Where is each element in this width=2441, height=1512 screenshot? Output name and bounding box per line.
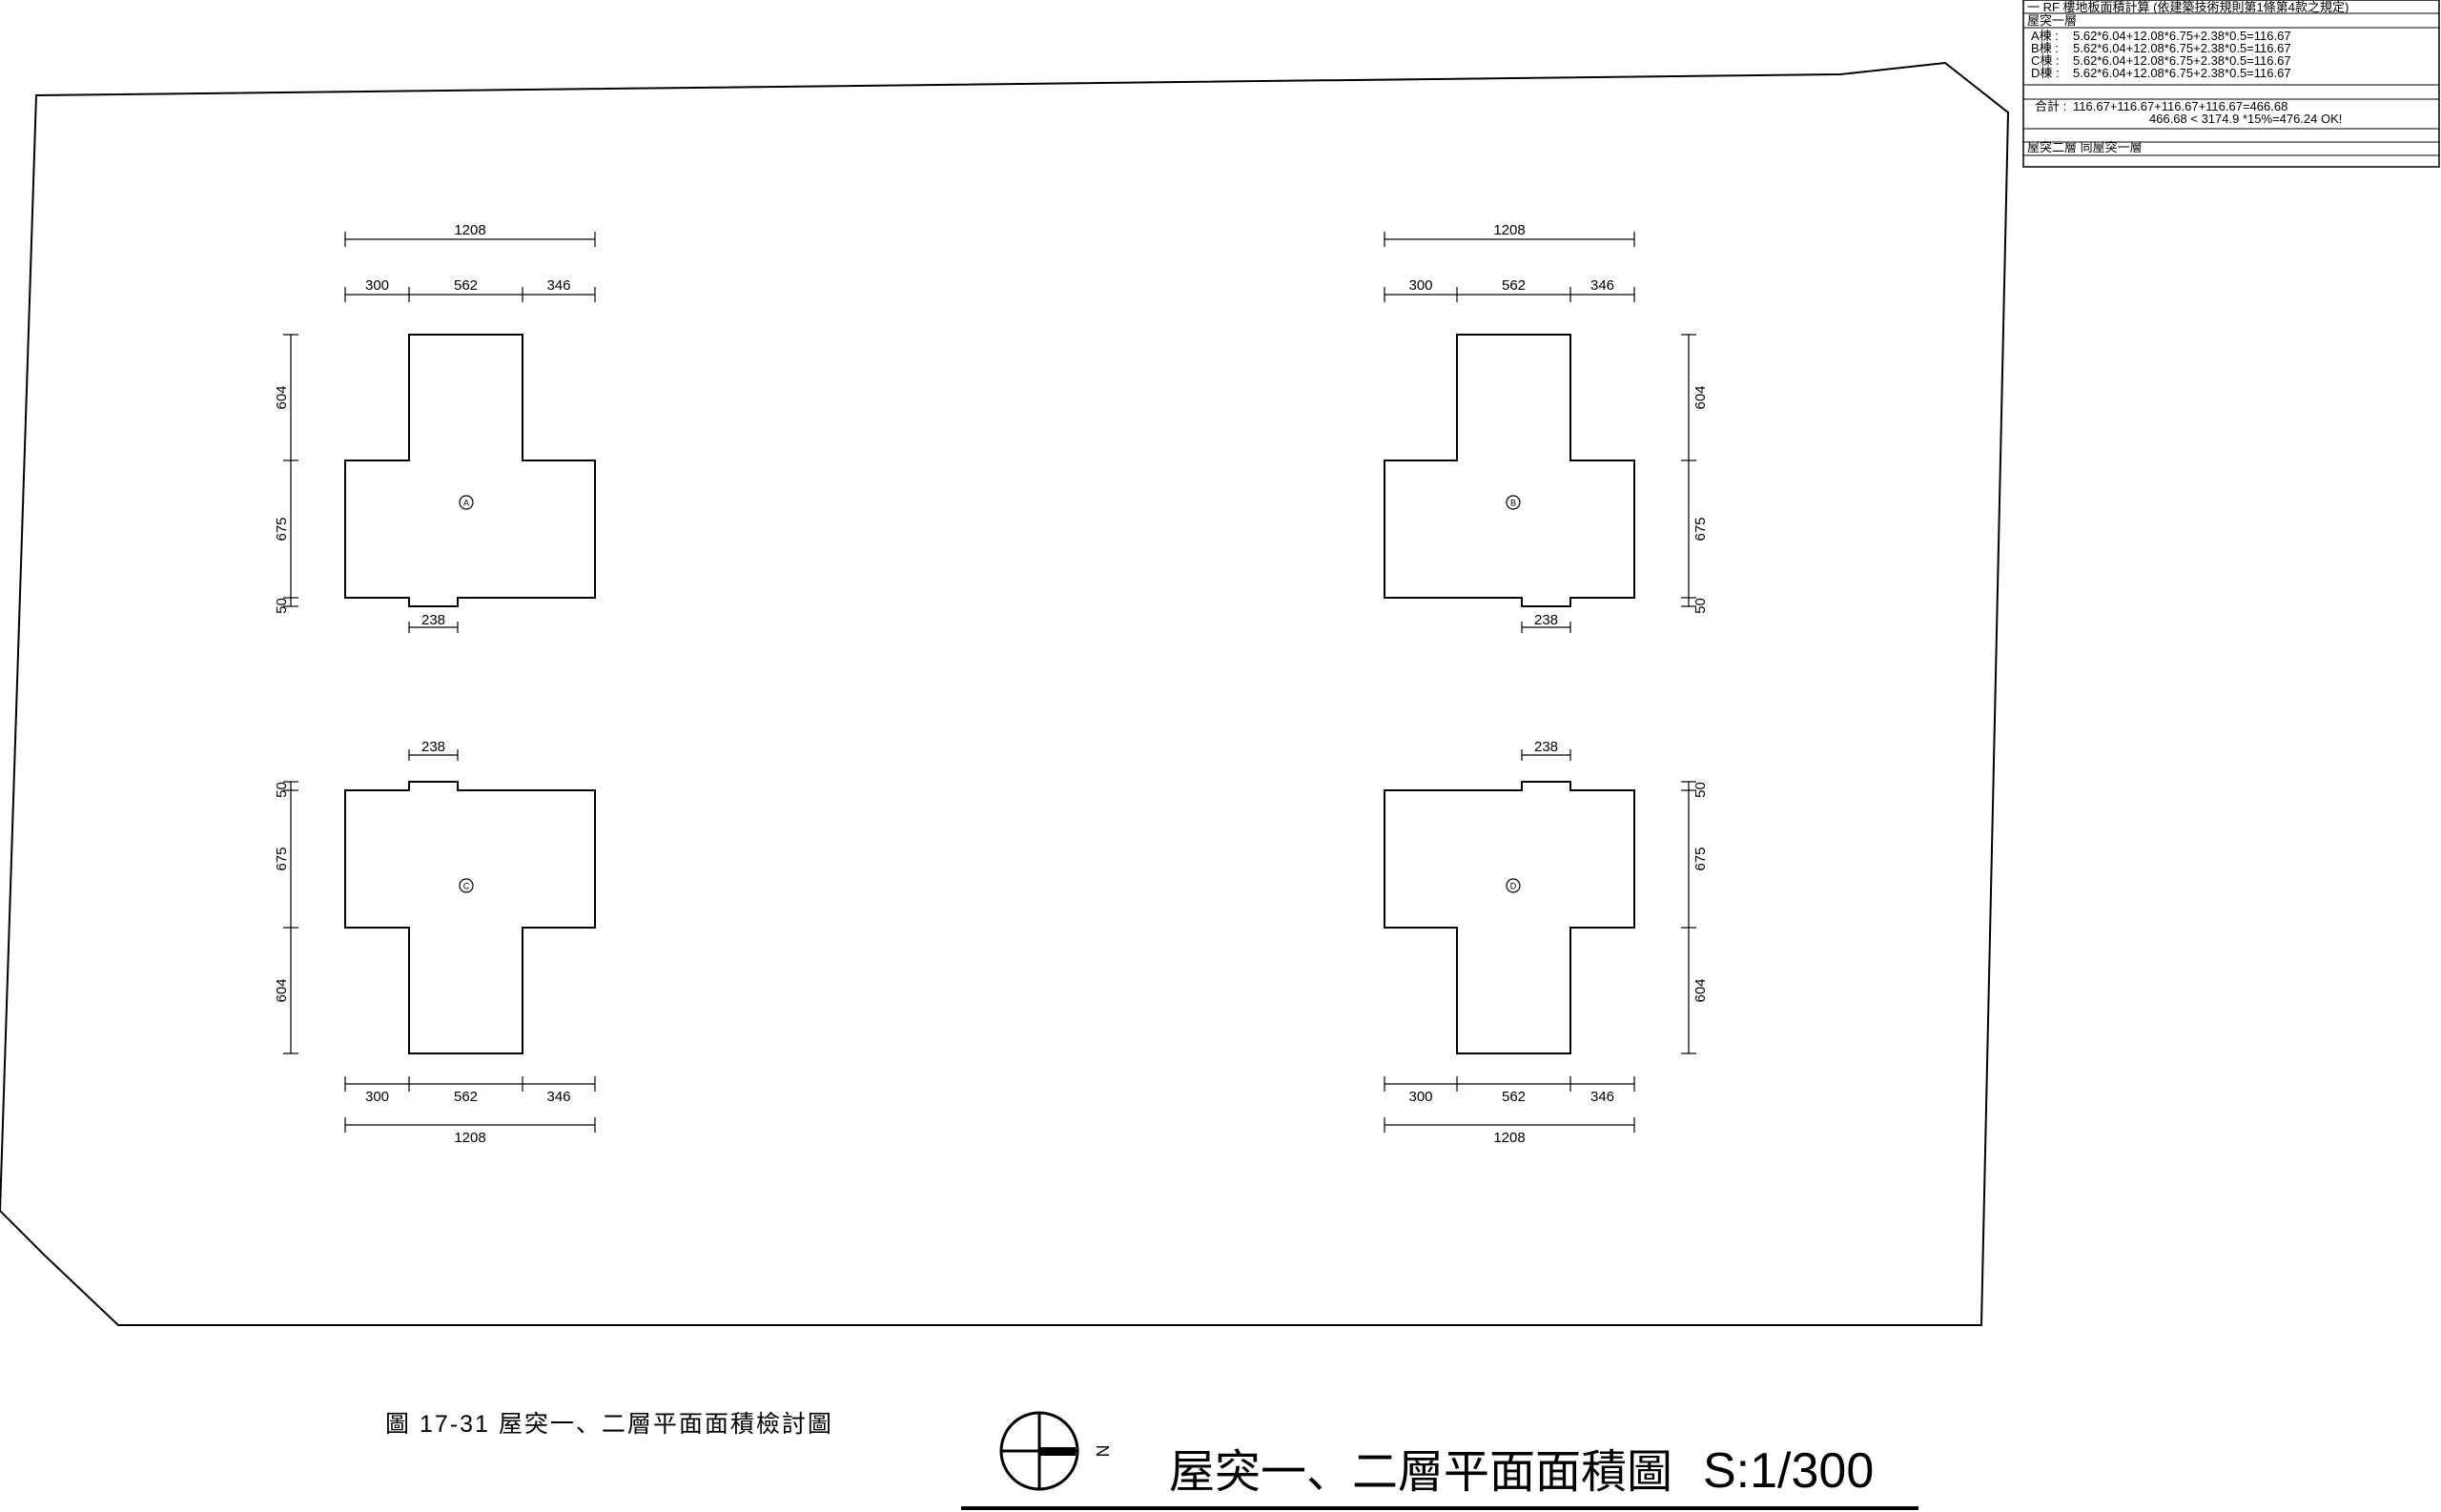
calc-row-formula: 5.62*6.04+12.08*6.75+2.38*0.5=116.67: [2073, 66, 2291, 80]
building-outline: [344, 334, 596, 607]
building-outline: [1384, 334, 1635, 607]
dimension-label: 675: [274, 517, 290, 541]
dimension-label: 604: [1692, 385, 1709, 409]
calc-header: 一 RF 樓地板面積計算 (依建築技術規則第1條第4款之規定): [2027, 0, 2349, 14]
dimension-label: 675: [274, 847, 290, 870]
building-d: D 1208 346 562 300 238 604 675 50: [1384, 739, 1709, 1146]
building-id-label: C: [463, 882, 470, 891]
dimension-label: 675: [1692, 847, 1709, 870]
calc-total-formula: 116.67+116.67+116.67+116.67=466.68: [2073, 99, 2287, 113]
dimension-label: 238: [1534, 612, 1558, 628]
dimension-label: 300: [1408, 277, 1432, 294]
dimension-label: 1208: [454, 1130, 485, 1146]
building-a: A 1208 300 562 346 238 604 675 50: [274, 222, 596, 633]
building-marker: [1506, 495, 1521, 510]
dimension-label: 238: [1534, 739, 1558, 755]
calc-row-label: D棟 :: [2031, 66, 2060, 80]
dimension-label: 1208: [1493, 1130, 1525, 1146]
calc-section2-label: 屋突二層 同屋突一層: [2027, 140, 2143, 154]
drawing-scale: S:1/300: [1703, 1443, 1874, 1499]
building-outline: [344, 781, 596, 1054]
dimension-label: 300: [365, 277, 389, 294]
dimension-label: 300: [1408, 1089, 1432, 1105]
dimension-label: 675: [1692, 517, 1709, 541]
calc-row-formula: 5.62*6.04+12.08*6.75+2.38*0.5=116.67: [2073, 29, 2291, 43]
building-id-label: D: [1510, 882, 1517, 891]
dimension-label: 346: [546, 277, 570, 294]
dimension-label: 346: [546, 1089, 570, 1105]
building-id-label: A: [463, 499, 469, 508]
building-marker: [1506, 878, 1521, 893]
calc-row-label: C棟 :: [2031, 53, 2060, 68]
calc-row-formula: 5.62*6.04+12.08*6.75+2.38*0.5=116.67: [2073, 41, 2291, 55]
building-marker: [459, 495, 474, 510]
north-arrow-icon: N: [999, 1411, 1112, 1491]
dimension-label: 50: [274, 782, 290, 798]
dimension-label: 50: [1692, 782, 1709, 798]
dimension-label: 50: [274, 598, 290, 614]
calc-row-label: A棟 :: [2031, 29, 2059, 43]
dimension-label: 1208: [1493, 222, 1525, 238]
figure-caption: 圖 17-31 屋突一、二層平面面積檢討圖: [385, 1411, 833, 1438]
site-boundary: [0, 61, 2010, 1326]
calc-row-label: B棟 :: [2031, 41, 2059, 55]
dimension-label: 346: [1590, 1089, 1614, 1105]
dimension-label: 1208: [454, 222, 485, 238]
dimension-label: 562: [1502, 1089, 1526, 1105]
dimension-label: 562: [454, 1089, 478, 1105]
dimension-label: 238: [421, 739, 445, 755]
dimension-label: 604: [274, 978, 290, 1002]
dimension-label: 562: [1502, 277, 1526, 294]
north-label: N: [1093, 1445, 1112, 1458]
calc-row-formula: 5.62*6.04+12.08*6.75+2.38*0.5=116.67: [2073, 53, 2291, 68]
building-c: C 1208 300 562 346 238 604 675 50: [274, 739, 596, 1146]
building-marker: [459, 878, 474, 893]
dimension-label: 562: [454, 277, 478, 294]
dimension-label: 346: [1590, 277, 1614, 294]
building-b: B 1208 346 562 300 238 604 675 50: [1384, 222, 1709, 633]
dimension-label: 604: [1692, 978, 1709, 1002]
dimension-label: 604: [274, 385, 290, 409]
building-plans: A 1208 300 562 346 238 604 675 50 B 1208 346 562 300 2…: [274, 222, 1709, 1146]
calc-check-formula: 466.68 < 3174.9 *15%=476.24 OK!: [2149, 112, 2342, 126]
dimension-label: 50: [1692, 598, 1709, 614]
calc-total-label: 合計 :: [2035, 99, 2066, 113]
building-id-label: B: [1510, 499, 1516, 508]
building-outline: [1384, 781, 1635, 1054]
area-calculation-table: 一 RF 樓地板面積計算 (依建築技術規則第1條第4款之規定) 屋突一層 A棟 …: [2022, 0, 2440, 168]
calc-section1-label: 屋突一層: [2027, 13, 2077, 28]
dimension-label: 300: [365, 1089, 389, 1105]
dimension-label: 238: [421, 612, 445, 628]
drawing-title: 屋突一、二層平面面積圖: [1169, 1447, 1672, 1498]
